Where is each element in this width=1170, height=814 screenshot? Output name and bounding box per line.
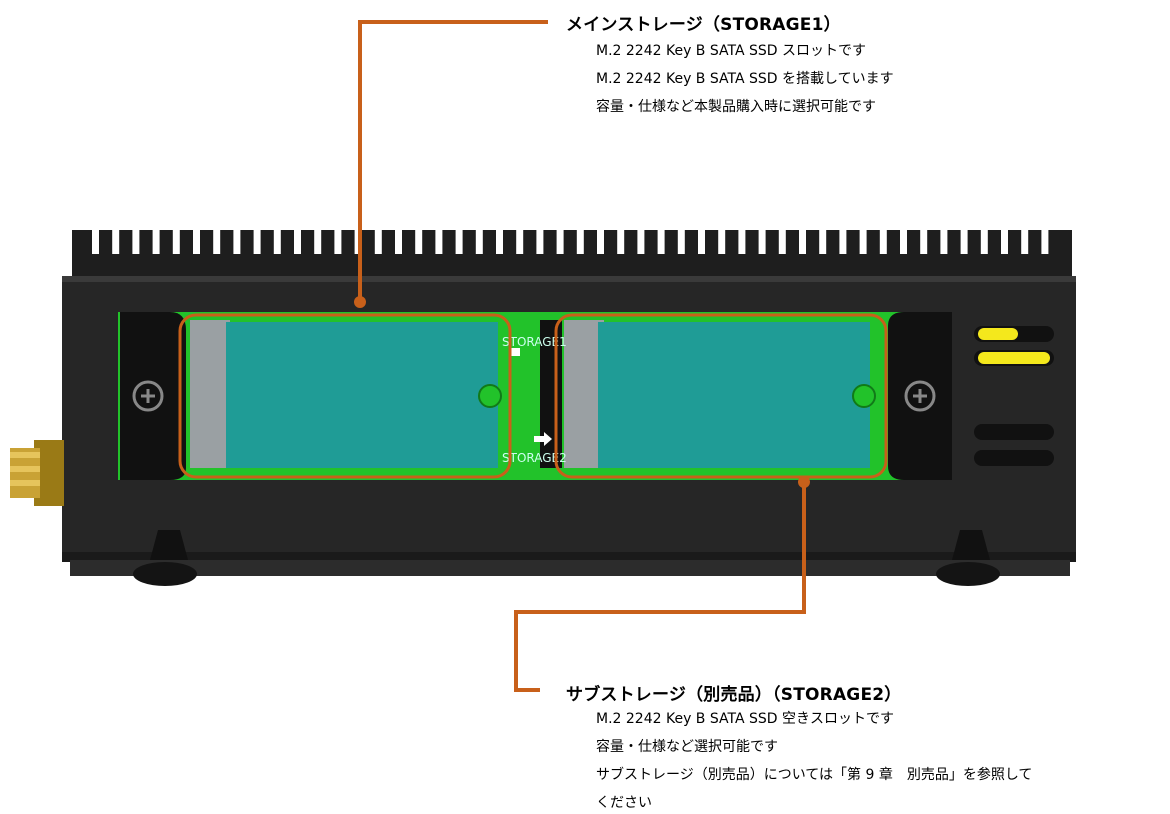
fin-gap (496, 228, 503, 254)
fin-gap (738, 228, 746, 254)
cross-screw-icon (132, 380, 164, 412)
fin-gap (314, 228, 322, 254)
fin-gap (273, 228, 281, 254)
fin-gap (799, 228, 806, 254)
fin-gap (435, 228, 443, 254)
storage2-line-2: 容量・仕様など選択可能です (596, 739, 778, 755)
fin-gap (879, 228, 887, 254)
fin-gap (819, 228, 827, 254)
fin-gap (253, 228, 261, 254)
fin-gap (516, 228, 524, 254)
fin-gap (213, 228, 221, 254)
storage2-line-1: M.2 2242 Key B SATA SSD 空きスロットです (596, 711, 894, 727)
storage1-title: メインストレージ（STORAGE1） (566, 15, 841, 35)
fin-gap (233, 228, 241, 254)
fin-gap (536, 228, 544, 254)
fin-gap (152, 228, 160, 254)
fin-gap (758, 228, 766, 254)
fin-gap (657, 228, 665, 254)
silk-label-storage2: STORAGE2 (502, 451, 567, 465)
leader-line-storage2 (514, 476, 810, 692)
fin-gap (475, 228, 483, 254)
fin-gap (718, 228, 726, 254)
antenna-connector-icon (10, 440, 64, 506)
fin-gap (132, 228, 140, 254)
fin-gap (374, 228, 382, 254)
fin-gap (617, 228, 625, 254)
fin-gap (576, 228, 584, 254)
fin-gap (900, 228, 907, 254)
rubber-feet (133, 530, 1000, 586)
fin-gap (698, 228, 705, 254)
fin-gap (859, 228, 867, 254)
storage1-line-2: M.2 2242 Key B SATA SSD を搭載しています (596, 71, 894, 87)
highlight-storage1 (178, 313, 512, 479)
fin-gap (1021, 228, 1029, 254)
fin-gap (172, 228, 180, 254)
storage2-line-3: サブストレージ（別売品）については「第 9 章 別売品」を参照して (596, 767, 1033, 783)
heatsink-fins (72, 228, 1072, 278)
leader-line-storage1 (354, 20, 548, 308)
fin-gap (1001, 228, 1008, 254)
cross-screw-icon (904, 380, 936, 412)
fin-gap (597, 228, 604, 254)
silk-marker (510, 348, 520, 356)
fin-gap (112, 228, 120, 254)
storage1-line-1: M.2 2242 Key B SATA SSD スロットです (596, 43, 866, 59)
side-vents (974, 326, 1054, 466)
fin-gap (637, 228, 645, 254)
storage1-line-3: 容量・仕様など本製品購入時に選択可能です (596, 99, 876, 115)
fin-gap (294, 228, 301, 254)
ssd-storage2 (540, 320, 876, 468)
fin-gap (92, 228, 99, 254)
storage2-title: サブストレージ（別売品）（STORAGE2） (566, 685, 902, 705)
fin-gap (455, 228, 463, 254)
fin-gap (839, 228, 847, 254)
fin-gap (395, 228, 402, 254)
fin-gap (920, 228, 928, 254)
fin-gap (980, 228, 988, 254)
fin-gap (677, 228, 685, 254)
fin-gap (193, 228, 200, 254)
highlight-storage2 (554, 313, 888, 479)
fin-gap (940, 228, 948, 254)
fin-gap (778, 228, 786, 254)
arrow-right-icon (534, 432, 552, 446)
storage2-line-4: ください (596, 795, 652, 811)
fin-gap (415, 228, 423, 254)
silk-label-storage1: STORAGE1 (502, 335, 567, 349)
fin-gap (334, 228, 342, 254)
ssd-storage1 (190, 320, 502, 468)
fin-gap (960, 228, 968, 254)
fin-gap (556, 228, 564, 254)
fin-gap (1041, 228, 1049, 254)
